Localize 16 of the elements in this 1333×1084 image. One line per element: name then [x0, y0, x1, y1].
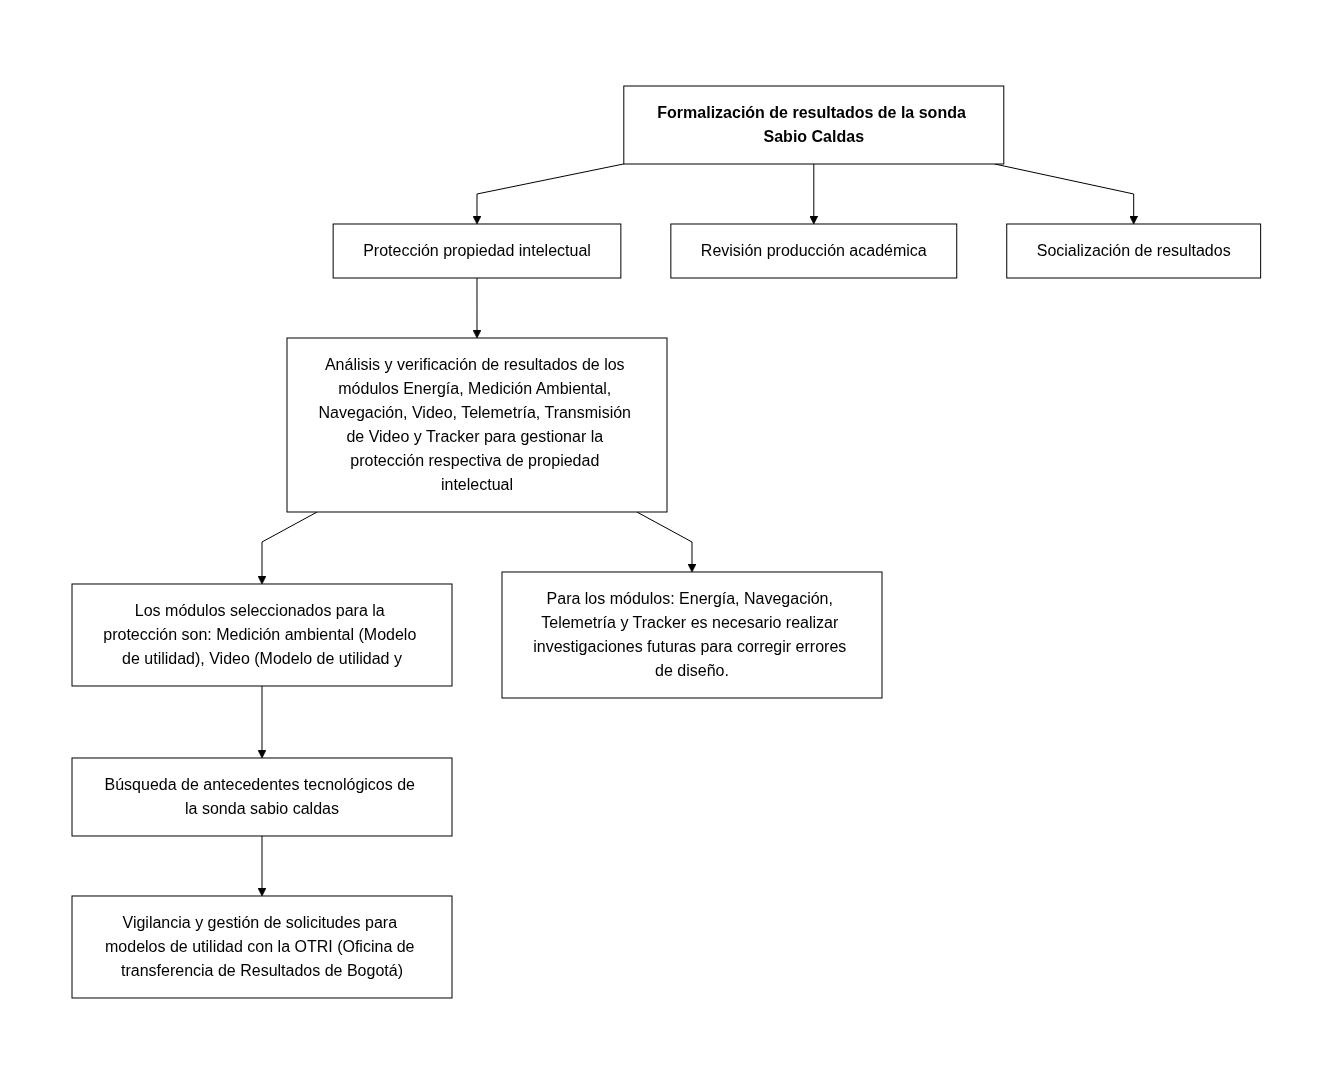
node-box: Análisis y verificación de resultados de los módulos Energía, Medición Ambiental, Navegación, Video, Telemetría, Transmisión de Video y Tracker para gestionar la protección respectiva de propiedad intelectual: [286, 337, 668, 513]
arrow: [472, 277, 482, 339]
arrow: [636, 511, 697, 573]
node-box: Protección propiedad intelectual: [332, 223, 622, 279]
node-box: Vigilancia y gestión de solicitudes para modelos de utilidad con la OTRI (Oficina de transferencia de Resultados de Bogotá): [71, 895, 453, 999]
arrow: [257, 685, 267, 759]
arrow: [257, 511, 318, 585]
node-box: Para los módulos: Energía, Navegación, Telemetría y Tracker es necesario realizar investigaciones futuras para corregir errores de diseño.: [501, 571, 883, 699]
arrow: [809, 163, 819, 225]
node-box: Socialización de resultados: [1006, 223, 1262, 279]
node-box: Formalización de resultados de la sonda Sabio Caldas: [623, 85, 1005, 165]
node-box: Búsqueda de antecedentes tecnológicos de la sonda sabio caldas: [71, 757, 453, 837]
node-box: Revisión producción académica: [670, 223, 958, 279]
node-box: Los módulos seleccionados para la protección son: Medición ambiental (Modelo de utilidad), Video (Modelo de utilidad y: [71, 583, 453, 687]
arrow: [257, 835, 267, 897]
arrow: [472, 163, 625, 225]
